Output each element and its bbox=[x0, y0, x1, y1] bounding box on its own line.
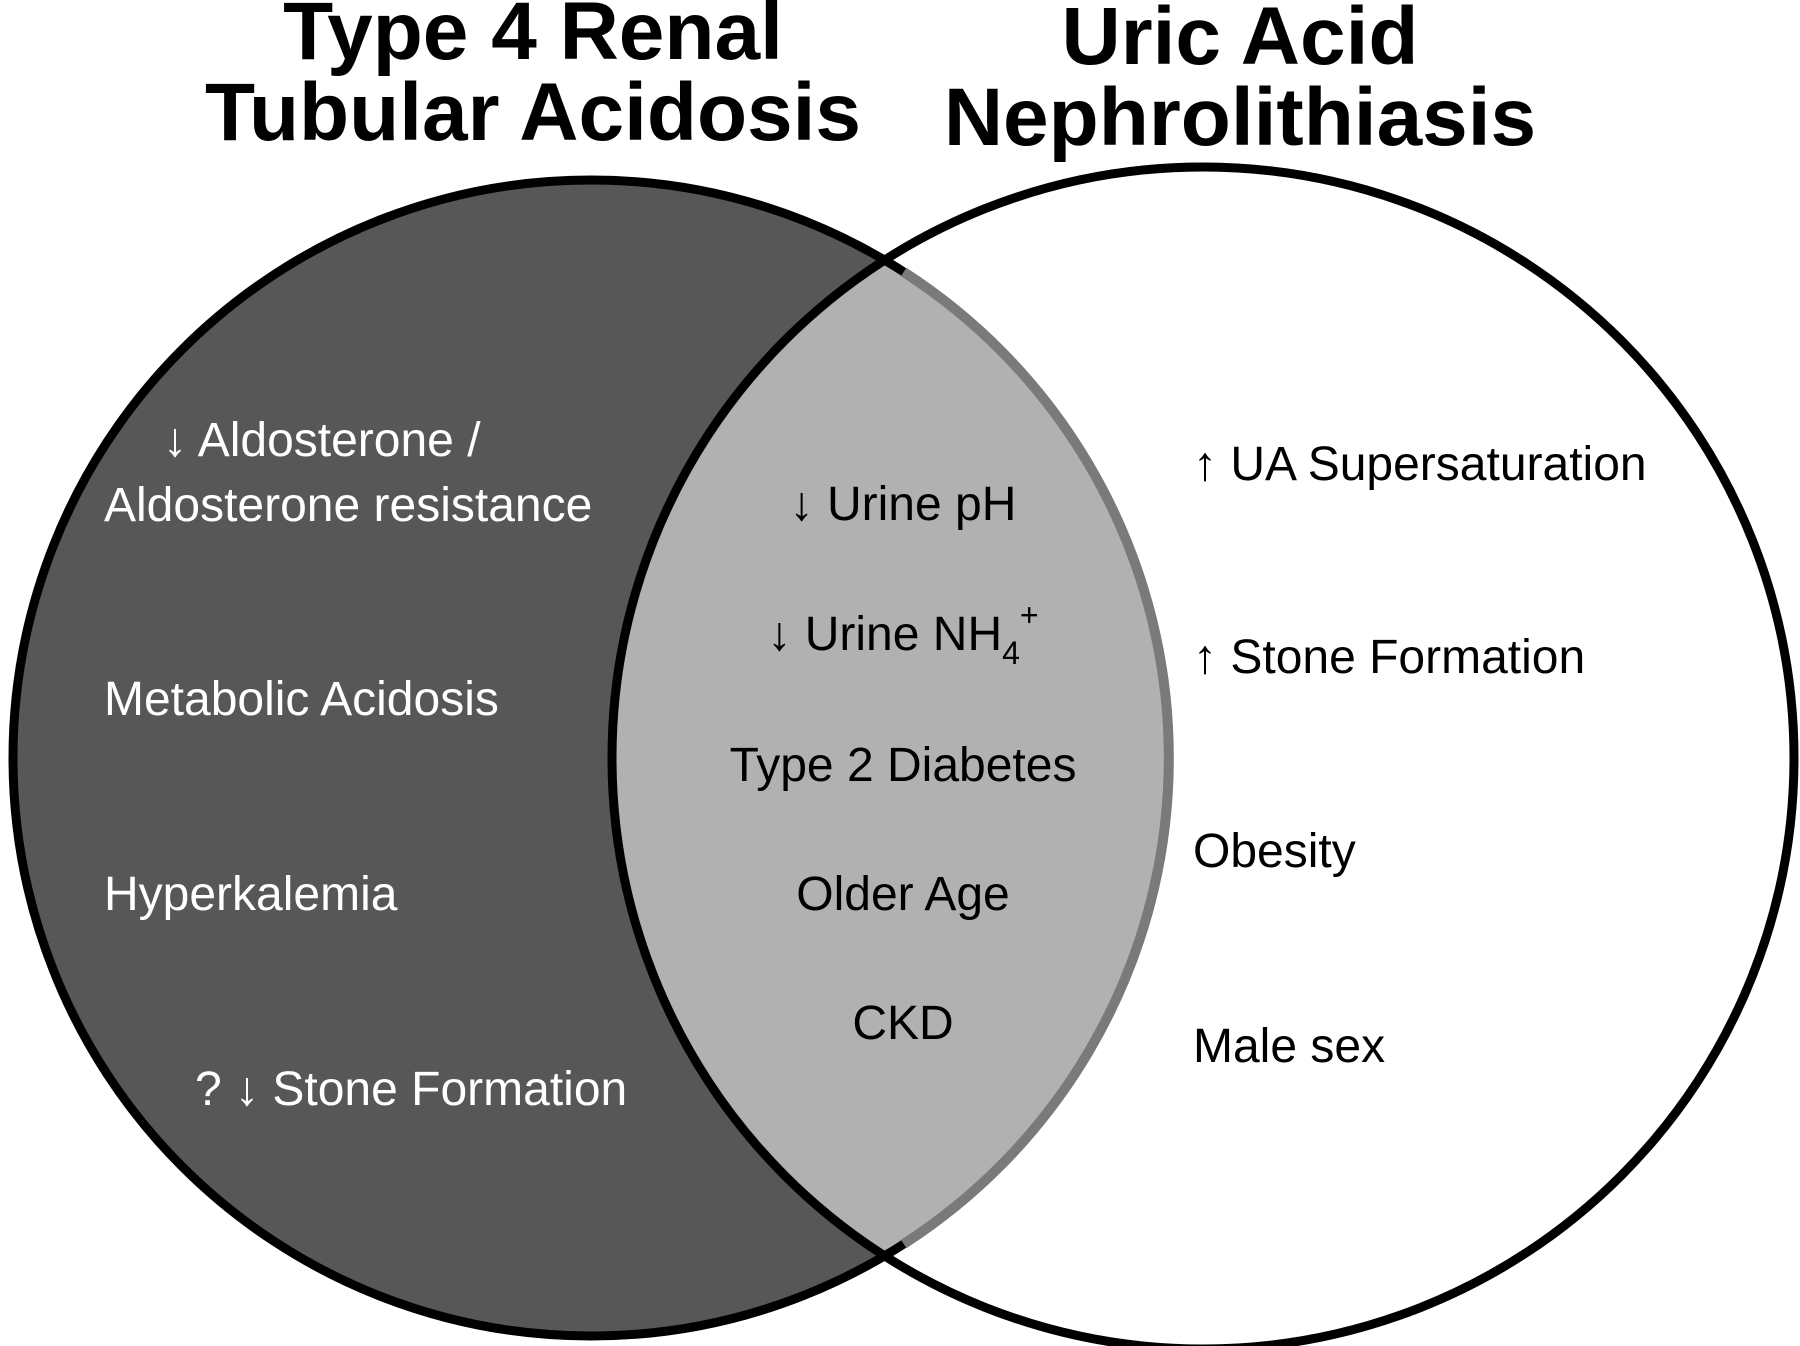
overlap-item-older-age: Older Age bbox=[796, 868, 1009, 921]
overlap-item-ckd: CKD bbox=[852, 997, 953, 1050]
right-circle-outline bbox=[607, 162, 1799, 1346]
left-item-aldosterone-resistance: Aldosterone resistance bbox=[104, 479, 592, 532]
right-item-obesity: Obesity bbox=[1193, 825, 1356, 878]
overlap-region bbox=[612, 180, 1169, 1336]
right-item-male-sex: Male sex bbox=[1193, 1020, 1385, 1073]
left-item-aldosterone: ↓ Aldosterone / bbox=[163, 414, 481, 467]
right-item-stone-formation: ↑ Stone Formation bbox=[1193, 631, 1585, 684]
right-title-line1: Uric Acid bbox=[1062, 0, 1419, 82]
urine-nh4-superscript: + bbox=[1020, 597, 1039, 633]
left-circle-inner-arc bbox=[900, 267, 1174, 1249]
right-title-line2: Nephrolithiasis bbox=[944, 72, 1536, 163]
overlap-item-type2-diabetes: Type 2 Diabetes bbox=[730, 739, 1077, 792]
left-item-stone-formation: ? ↓ Stone Formation bbox=[195, 1063, 627, 1116]
left-item-hyperkalemia: Hyperkalemia bbox=[104, 868, 398, 921]
left-item-metabolic-acidosis: Metabolic Acidosis bbox=[104, 673, 499, 726]
left-title-line2: Tubular Acidosis bbox=[205, 67, 861, 158]
urine-nh4-subscript: 4 bbox=[1002, 635, 1020, 671]
overlap-item-urine-ph: ↓ Urine pH bbox=[790, 478, 1017, 531]
overlap-item-urine-nh4: ↓ Urine NH4+ bbox=[767, 597, 1038, 671]
urine-nh4-prefix: ↓ Urine NH bbox=[767, 608, 1002, 661]
right-item-ua-supersaturation: ↑ UA Supersaturation bbox=[1193, 438, 1647, 491]
left-title-line1: Type 4 Renal bbox=[283, 0, 783, 77]
